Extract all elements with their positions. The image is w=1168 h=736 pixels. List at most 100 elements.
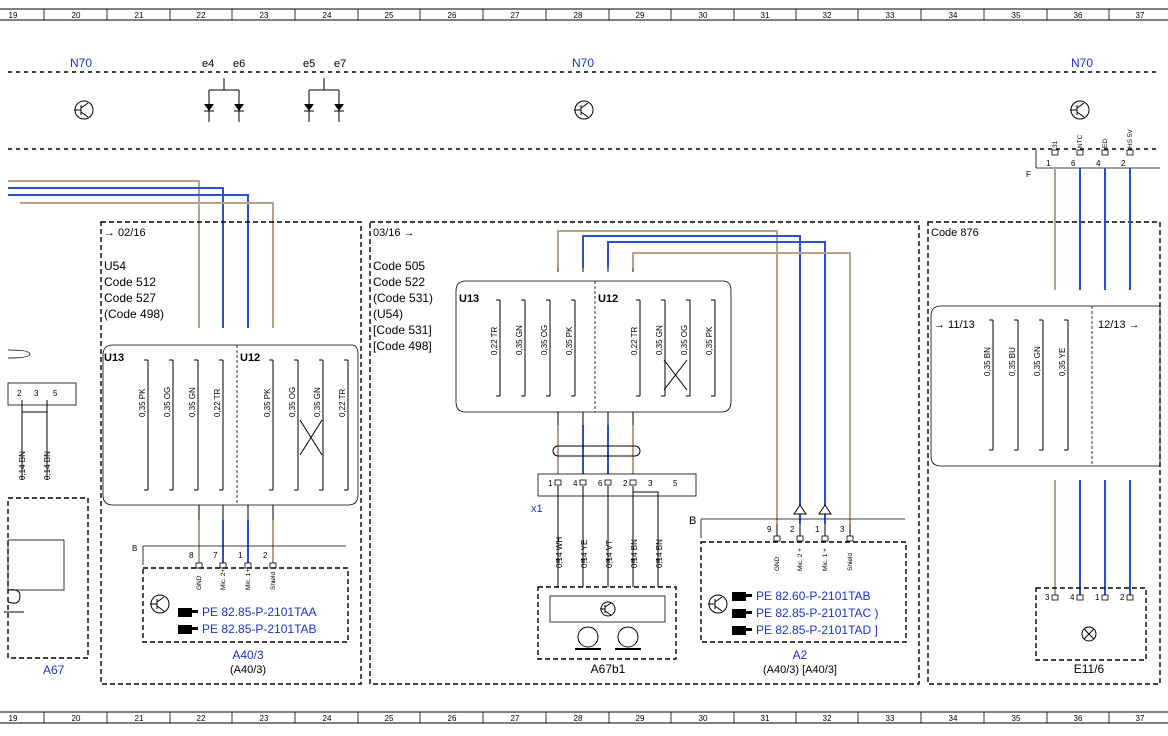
wire-label: 0,35 GN bbox=[313, 387, 322, 417]
ruler-number: 30 bbox=[699, 11, 708, 20]
ruler-number: 31 bbox=[761, 714, 770, 723]
ruler-number: 25 bbox=[385, 11, 394, 20]
wire-label: 0,35 OG bbox=[680, 325, 689, 355]
wire-label: 0,14 BN bbox=[18, 451, 27, 480]
pin-number: 4 bbox=[573, 479, 578, 488]
led-label: e4 bbox=[202, 58, 214, 70]
code-label: U54 bbox=[104, 259, 126, 273]
ruler-number: 28 bbox=[574, 714, 583, 723]
pin bbox=[1101, 594, 1109, 601]
wire-label: 0,22 TR bbox=[630, 326, 639, 355]
ruler-number: 24 bbox=[323, 714, 332, 723]
pe-reference-link[interactable]: PE 82.85-P-2101TAD ] bbox=[756, 623, 878, 637]
connector-letter: F bbox=[1026, 170, 1031, 179]
wire-label: 0,35 YE bbox=[1058, 348, 1067, 376]
wire-label: 0,35 PK bbox=[705, 326, 714, 355]
pin-number: 3 bbox=[1045, 593, 1050, 602]
wire-label: 0,35 BU bbox=[1008, 347, 1017, 376]
wire-label: 0,35 OG bbox=[540, 325, 549, 355]
pe-reference-link[interactable]: PE 82.85-P-2101TAB bbox=[202, 622, 317, 636]
ruler-number: 33 bbox=[886, 11, 895, 20]
pin-number: 4 bbox=[1096, 159, 1101, 168]
pin bbox=[629, 479, 637, 486]
connector-letter: B bbox=[689, 515, 696, 527]
pin-name: 31 bbox=[1052, 140, 1059, 148]
ruler-number: 22 bbox=[197, 714, 206, 723]
pe-reference-link[interactable]: PE 82.85-P-2101TAA bbox=[202, 605, 317, 619]
ruler-number: 35 bbox=[1012, 714, 1021, 723]
pin bbox=[1051, 594, 1059, 601]
ruler-number: 23 bbox=[260, 714, 269, 723]
ruler-number: 29 bbox=[636, 714, 645, 723]
wire-label: 0,35 PK bbox=[263, 388, 272, 417]
pin bbox=[1051, 149, 1059, 156]
pin-name: GND bbox=[774, 556, 781, 571]
wire-label: 0,22 TR bbox=[338, 388, 347, 417]
ruler-number: 33 bbox=[886, 714, 895, 723]
ruler-number: 32 bbox=[823, 11, 832, 20]
code-label: Code 505 bbox=[373, 259, 425, 273]
wire-label: 0,14 BN bbox=[630, 539, 639, 568]
code-label: (U54) bbox=[373, 307, 403, 321]
wire-label: 0,35 PK bbox=[138, 388, 147, 417]
pin-number: 2 bbox=[17, 389, 22, 398]
wire-label: 0,35 OG bbox=[163, 387, 172, 417]
pin-number: 3 bbox=[840, 525, 845, 534]
transistor-icon bbox=[74, 100, 94, 120]
pin-number: 2 bbox=[623, 479, 628, 488]
pin bbox=[269, 562, 277, 569]
ruler-number: 36 bbox=[1074, 11, 1083, 20]
ruler-number: 32 bbox=[823, 714, 832, 723]
ruler-number: 21 bbox=[135, 11, 144, 20]
hand-pointer-icon bbox=[178, 608, 192, 617]
lamp-icon bbox=[1081, 626, 1097, 642]
led-label: e7 bbox=[334, 58, 346, 70]
led-label: e5 bbox=[303, 58, 315, 70]
pin-number: 2 bbox=[263, 551, 268, 560]
pe-reference-link[interactable]: PE 82.85-P-2101TAC ) bbox=[756, 606, 879, 620]
pin-name: Mic. 1 + bbox=[822, 548, 829, 571]
code-label: [Code 498] bbox=[373, 339, 432, 353]
ruler-number: 27 bbox=[511, 11, 520, 20]
wire-label: 0,22 TR bbox=[490, 326, 499, 355]
hand-pointer-icon bbox=[732, 609, 746, 618]
pin-number: 2 bbox=[1121, 159, 1126, 168]
ruler-number: 28 bbox=[574, 11, 583, 20]
ruler-number: 21 bbox=[135, 714, 144, 723]
ruler-number: 31 bbox=[761, 11, 770, 20]
wire-label: 0,35 PK bbox=[565, 326, 574, 355]
pin-name: GND bbox=[196, 575, 203, 590]
component-label: A2 bbox=[793, 648, 808, 662]
ref-label: → 11/13 bbox=[934, 319, 975, 331]
transistor-icon bbox=[150, 594, 170, 614]
ruler-number: 24 bbox=[323, 11, 332, 20]
code-label: Code 512 bbox=[104, 275, 156, 289]
pin-name: Mic. 1+ bbox=[245, 569, 252, 590]
wire-label: 0,14 VT bbox=[605, 540, 614, 568]
wire-label: 0,35 BN bbox=[983, 347, 992, 376]
pin-number: 6 bbox=[598, 479, 603, 488]
ruler-number: 26 bbox=[448, 714, 457, 723]
ruler-number: 35 bbox=[1012, 11, 1021, 20]
wire-label: 0,35 GN bbox=[188, 387, 197, 417]
pin bbox=[1101, 149, 1109, 156]
code-label: [Code 531] bbox=[373, 323, 432, 337]
wire-label: 0,35 GN bbox=[1033, 346, 1042, 376]
led-label: e6 bbox=[233, 58, 245, 70]
pin-name: Mic. 2 + bbox=[797, 548, 804, 571]
pin-number: 1 bbox=[1095, 593, 1100, 602]
pin-number: 1 bbox=[815, 525, 820, 534]
connector-letter: B bbox=[132, 544, 137, 553]
wire-label: 0,35 OG bbox=[288, 387, 297, 417]
pin bbox=[244, 562, 252, 569]
pe-reference-link[interactable]: PE 82.60-P-2101TAB bbox=[756, 589, 871, 603]
pin-name: NTC bbox=[1077, 134, 1084, 148]
pin-name: Shield bbox=[847, 553, 854, 571]
pin-number: 2 bbox=[790, 525, 795, 534]
transistor-icon bbox=[1070, 100, 1090, 120]
code-label: Code 527 bbox=[104, 291, 156, 305]
wire-label: 0,14 WH bbox=[555, 537, 564, 568]
ruler-number: 19 bbox=[9, 11, 18, 20]
ruler-number: 23 bbox=[260, 11, 269, 20]
